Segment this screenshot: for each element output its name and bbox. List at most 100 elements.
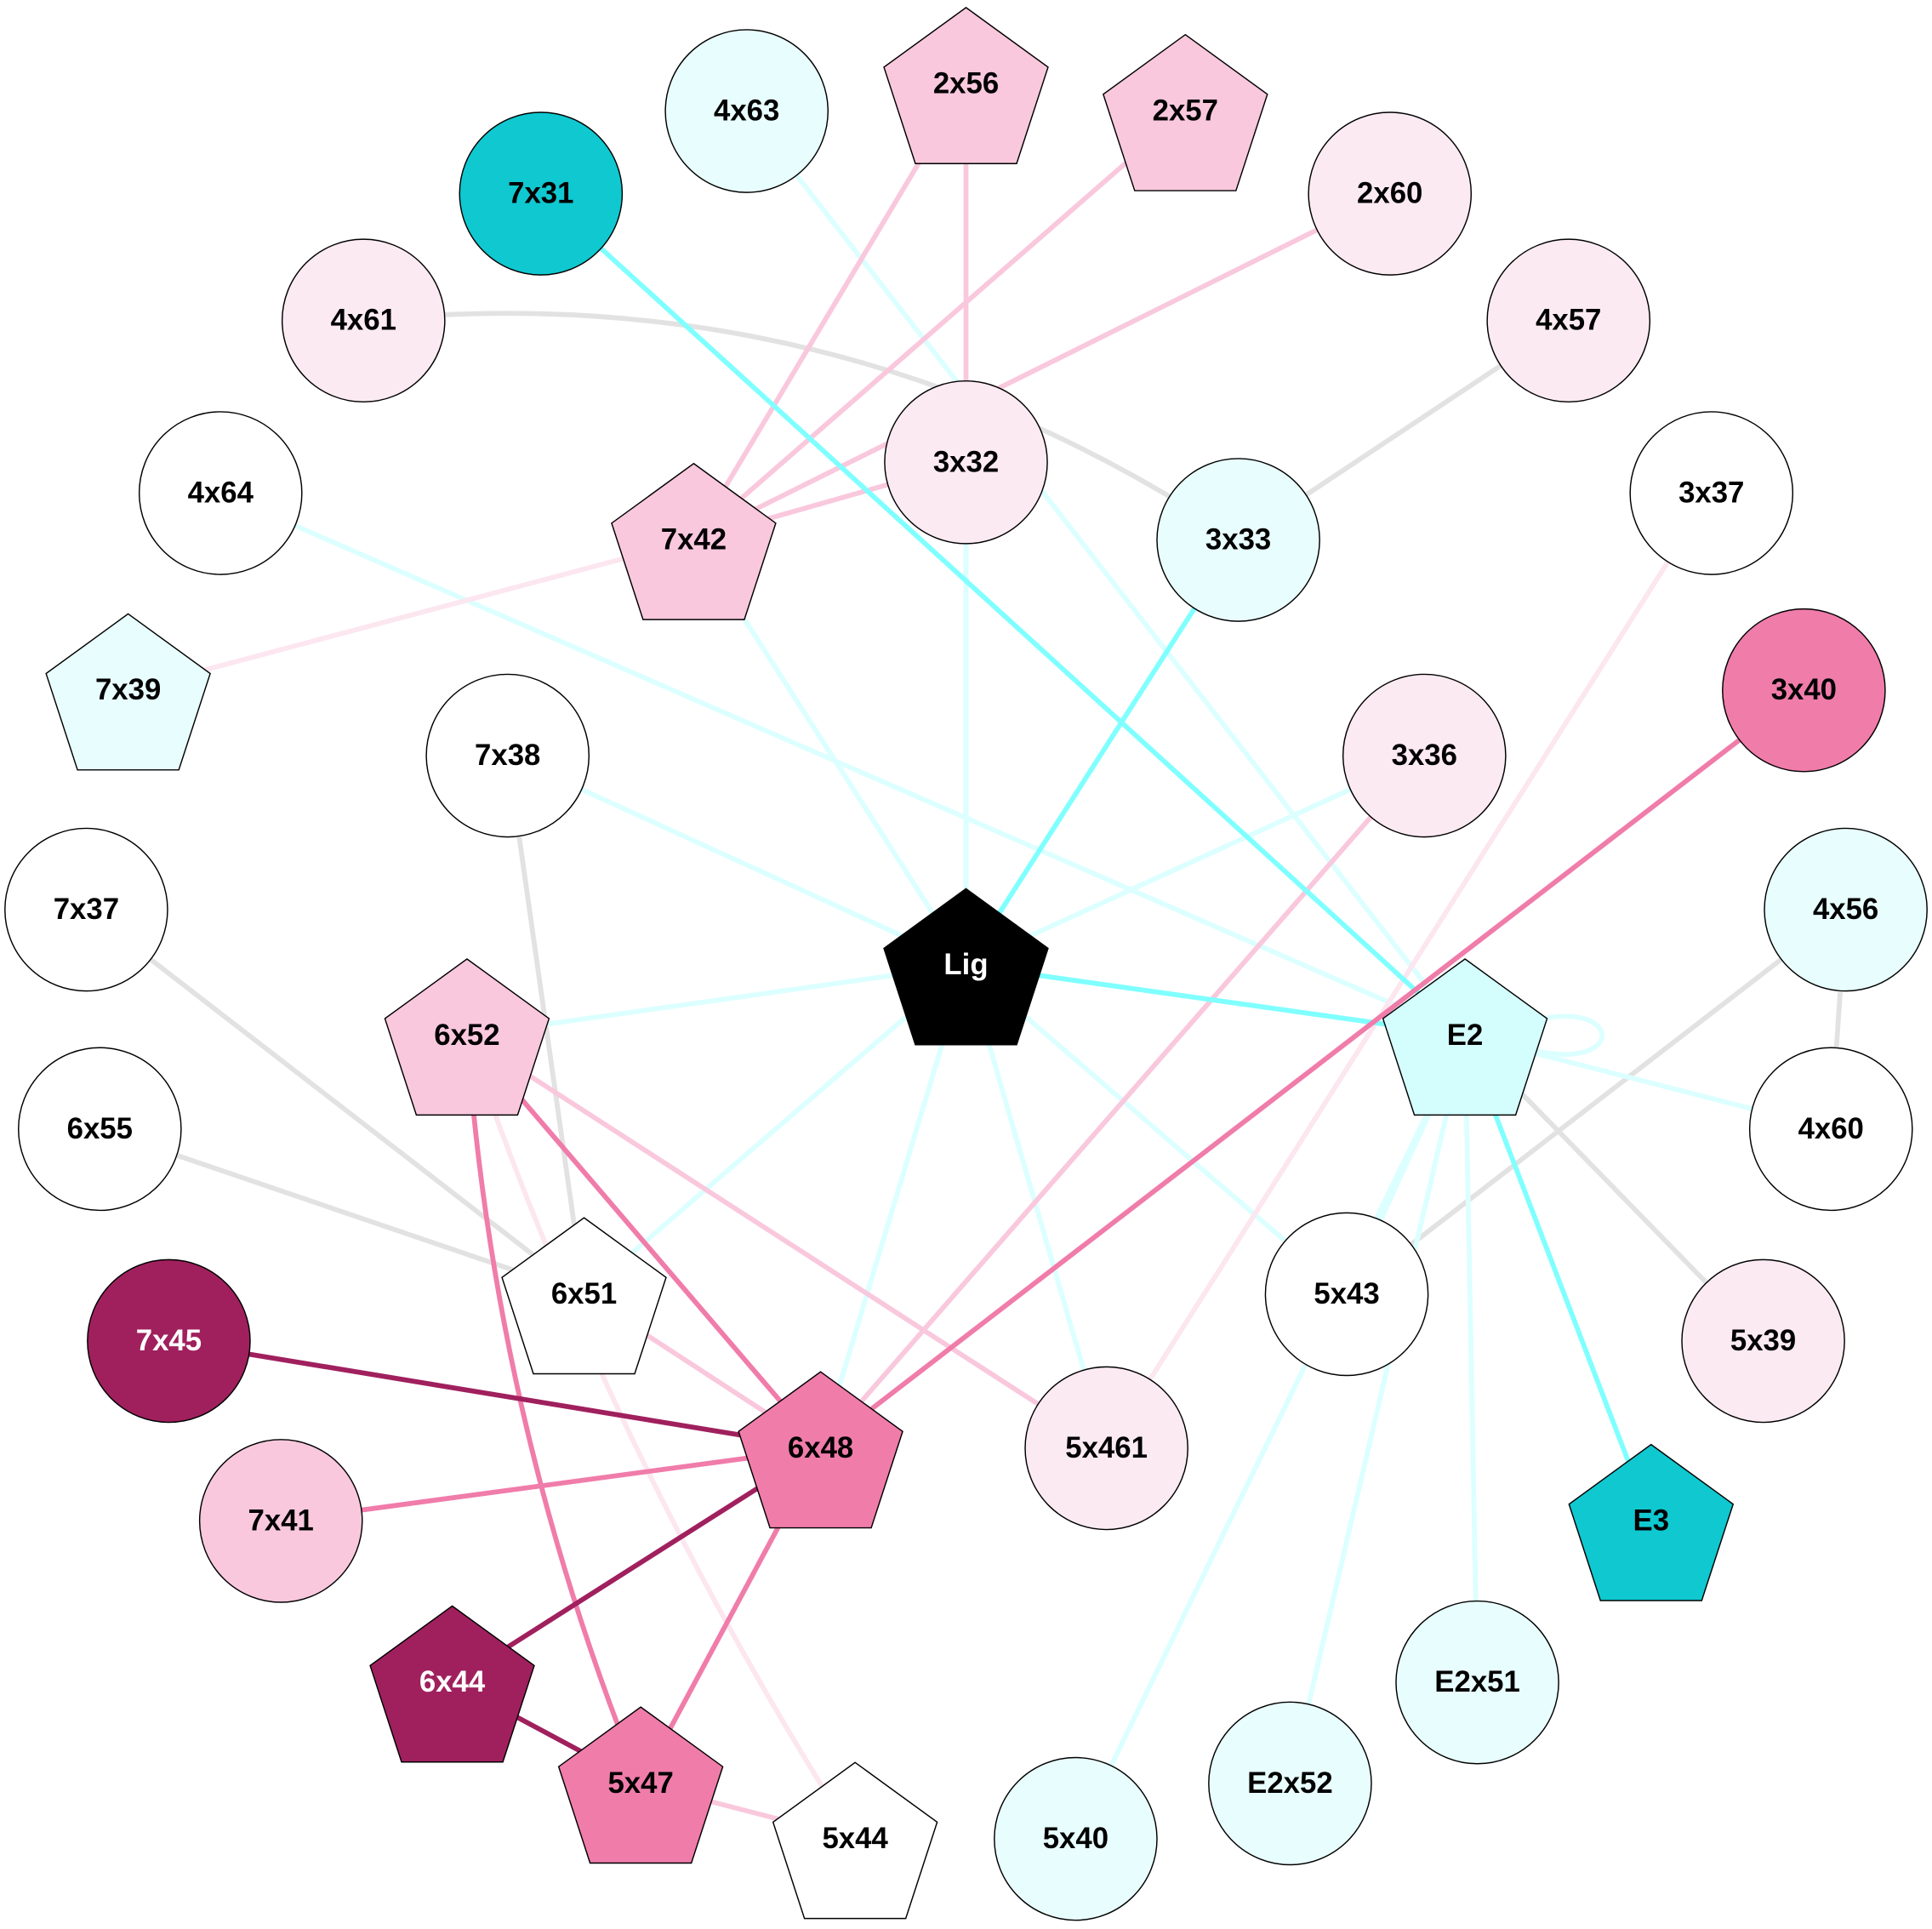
node-label: 6x48 bbox=[788, 1432, 853, 1464]
node-7x39[interactable]: 7x39 bbox=[45, 613, 211, 771]
node-label: 7x42 bbox=[661, 524, 727, 556]
node-6x51[interactable]: 6x51 bbox=[501, 1217, 667, 1375]
edge-2x60-7x42 bbox=[692, 191, 1392, 543]
node-label: 7x41 bbox=[248, 1504, 314, 1537]
node-circle bbox=[281, 238, 446, 403]
node-2x60[interactable]: 2x60 bbox=[1308, 111, 1473, 276]
node-label: 4x57 bbox=[1536, 305, 1601, 337]
node-5x43[interactable]: 5x43 bbox=[1264, 1212, 1429, 1377]
node-7x45[interactable]: 7x45 bbox=[87, 1258, 251, 1424]
node-6x48[interactable]: 6x48 bbox=[738, 1371, 903, 1529]
node-pentagon bbox=[883, 6, 1049, 164]
edge-E2-5x40 bbox=[1073, 1034, 1468, 1841]
node-label: Lig bbox=[943, 949, 988, 981]
node-label: 6x44 bbox=[419, 1666, 486, 1698]
node-circle bbox=[664, 29, 829, 193]
node-label: 4x63 bbox=[714, 95, 779, 128]
node-5x40[interactable]: 5x40 bbox=[994, 1756, 1158, 1921]
edge-3x37-5x461 bbox=[1104, 491, 1714, 1450]
node-label: E2x51 bbox=[1434, 1666, 1519, 1698]
node-circle bbox=[1342, 673, 1507, 838]
node-circle bbox=[1722, 608, 1886, 773]
node-circle bbox=[994, 1756, 1158, 1921]
node-5x47[interactable]: 5x47 bbox=[557, 1706, 724, 1864]
node-pentagon bbox=[883, 887, 1049, 1046]
node-E2x52[interactable]: E2x52 bbox=[1208, 1701, 1372, 1866]
edge-4x64-E2 bbox=[219, 490, 1467, 1038]
node-3x37[interactable]: 3x37 bbox=[1629, 411, 1794, 575]
edge-7x31-E2 bbox=[539, 191, 1468, 1037]
node-4x60[interactable]: 4x60 bbox=[1748, 1047, 1913, 1212]
node-label: 3x40 bbox=[1771, 674, 1837, 706]
node-2x57[interactable]: 2x57 bbox=[1102, 33, 1268, 191]
node-circle bbox=[1024, 1366, 1188, 1531]
node-label: 7x45 bbox=[136, 1325, 202, 1357]
edge-E2-E2x51 bbox=[1462, 1035, 1480, 1683]
node-circle bbox=[1681, 1258, 1845, 1424]
edge-E2-E2 bbox=[1532, 1013, 1605, 1057]
edge-6x52-5x44 bbox=[464, 1034, 858, 1841]
edge-7x37-6x51 bbox=[84, 907, 586, 1297]
node-6x44[interactable]: 6x44 bbox=[369, 1605, 535, 1763]
edge-4x63-E2 bbox=[744, 109, 1468, 1037]
edge-4x61-3x33 bbox=[362, 311, 1240, 542]
node-circle bbox=[1748, 1047, 1913, 1212]
node-label: 5x40 bbox=[1043, 1823, 1108, 1855]
node-circle bbox=[4, 827, 168, 992]
edge-7x39-7x42 bbox=[127, 537, 695, 693]
node-label: 4x56 bbox=[1813, 893, 1878, 926]
node-E2x51[interactable]: E2x51 bbox=[1395, 1600, 1559, 1765]
node-label: 3x33 bbox=[1205, 524, 1271, 556]
node-circle bbox=[1156, 458, 1320, 622]
node-3x32[interactable]: 3x32 bbox=[884, 380, 1048, 545]
node-label: 2x57 bbox=[1153, 95, 1218, 128]
node-pentagon bbox=[738, 1371, 903, 1529]
node-label: 5x43 bbox=[1314, 1278, 1379, 1310]
node-4x61[interactable]: 4x61 bbox=[281, 238, 446, 403]
node-E2[interactable]: E2 bbox=[1382, 958, 1548, 1116]
node-Lig[interactable]: Lig bbox=[883, 887, 1049, 1046]
node-label: 7x39 bbox=[95, 674, 161, 706]
node-label: 5x47 bbox=[607, 1767, 673, 1800]
node-7x42[interactable]: 7x42 bbox=[611, 462, 777, 620]
node-6x55[interactable]: 6x55 bbox=[18, 1047, 182, 1212]
node-circle bbox=[138, 411, 303, 575]
node-circle bbox=[1308, 111, 1473, 276]
node-4x63[interactable]: 4x63 bbox=[664, 29, 829, 193]
node-7x37[interactable]: 7x37 bbox=[4, 827, 168, 992]
node-7x31[interactable]: 7x31 bbox=[459, 111, 624, 276]
node-3x40[interactable]: 3x40 bbox=[1722, 608, 1886, 773]
node-5x461[interactable]: 5x461 bbox=[1024, 1366, 1188, 1531]
node-label: 3x32 bbox=[933, 446, 999, 478]
node-circle bbox=[1764, 827, 1928, 992]
node-6x52[interactable]: 6x52 bbox=[384, 958, 550, 1116]
node-7x38[interactable]: 7x38 bbox=[425, 673, 590, 838]
node-label: 3x36 bbox=[1392, 739, 1457, 772]
node-circle bbox=[198, 1439, 363, 1603]
node-3x33[interactable]: 3x33 bbox=[1156, 458, 1320, 622]
node-pentagon bbox=[772, 1761, 938, 1920]
node-pentagon bbox=[1102, 33, 1268, 191]
node-label: 7x37 bbox=[54, 893, 119, 926]
node-E3[interactable]: E3 bbox=[1568, 1443, 1735, 1601]
node-circle bbox=[1629, 411, 1794, 575]
node-label: 4x60 bbox=[1798, 1113, 1864, 1145]
node-5x44[interactable]: 5x44 bbox=[772, 1761, 938, 1920]
node-label: E2 bbox=[1447, 1019, 1484, 1052]
node-3x36[interactable]: 3x36 bbox=[1342, 673, 1507, 838]
node-circle bbox=[1208, 1701, 1372, 1866]
node-circle bbox=[1486, 238, 1651, 403]
edge-2x57-7x42 bbox=[692, 109, 1188, 542]
node-4x56[interactable]: 4x56 bbox=[1764, 827, 1928, 992]
edge-6x52-5x461 bbox=[465, 1033, 1108, 1451]
node-7x41[interactable]: 7x41 bbox=[198, 1439, 363, 1603]
edge-3x36-6x48 bbox=[818, 754, 1427, 1450]
node-4x64[interactable]: 4x64 bbox=[138, 411, 303, 575]
node-label: 6x55 bbox=[67, 1113, 133, 1145]
node-5x39[interactable]: 5x39 bbox=[1681, 1258, 1845, 1424]
node-label: 2x60 bbox=[1357, 178, 1422, 210]
node-4x57[interactable]: 4x57 bbox=[1486, 238, 1651, 403]
node-2x56[interactable]: 2x56 bbox=[883, 6, 1049, 164]
node-pentagon bbox=[611, 462, 777, 620]
